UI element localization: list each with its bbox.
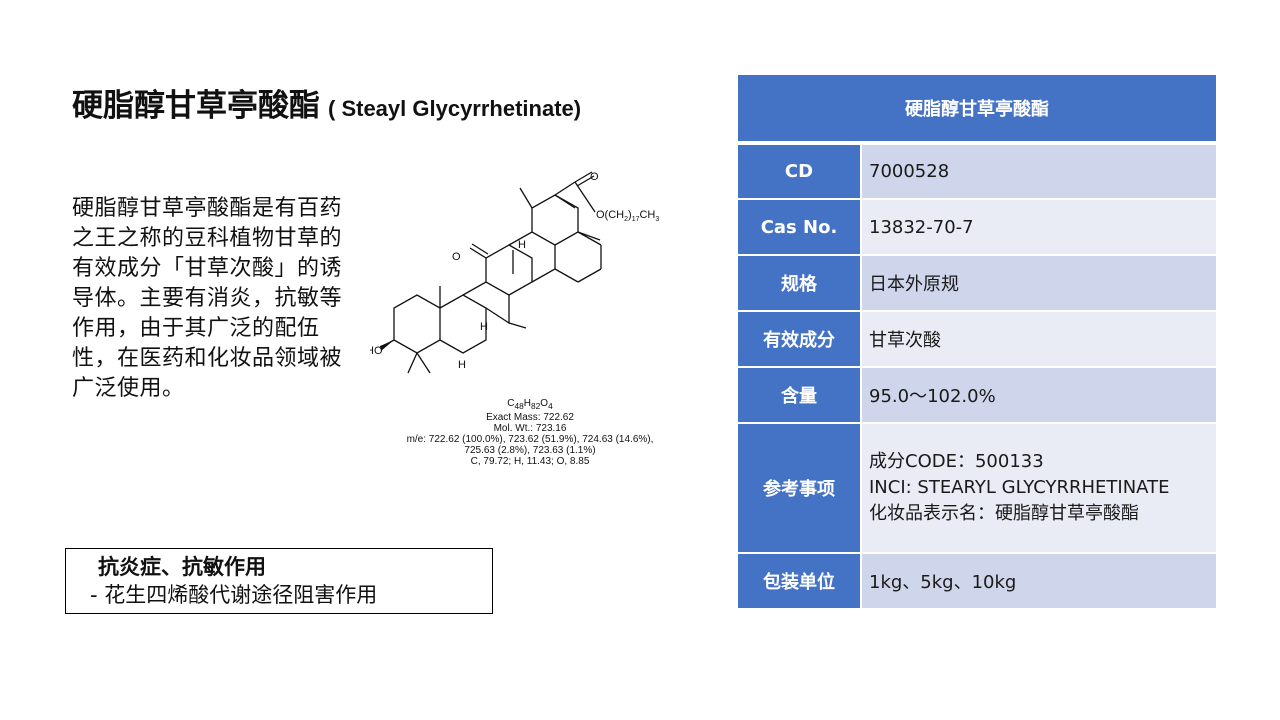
table-row: 参考事项 成分CODE：500133 INCI: STEARYL GLYCYRR… xyxy=(738,423,1216,554)
row-value-cd: 7000528 xyxy=(861,143,1216,200)
hydroxyl-label: HO xyxy=(370,345,383,357)
effects-heading: 抗炎症、抗敏作用 xyxy=(98,555,266,579)
mass-spec-line-1: m/e: 722.62 (100.0%), 723.62 (51.9%), 72… xyxy=(406,434,654,445)
row-label-cd: CD xyxy=(738,143,862,200)
row-label-spec: 规格 xyxy=(738,255,862,312)
description-text: 硬脂醇甘草亭酸酯是有百药之王之称的豆科植物甘草的有效成分「甘草次酸」的诱导体。主… xyxy=(72,196,343,401)
effects-item: - 花生四烯酸代谢途径阻害作用 xyxy=(90,583,378,607)
elemental-composition: C, 79.72; H, 11.43; O, 8.85 xyxy=(470,456,590,467)
row-value-notes: 成分CODE：500133 INCI: STEARYL GLYCYRRHETIN… xyxy=(861,423,1216,554)
exact-mass: Exact Mass: 722.62 xyxy=(486,412,574,423)
hydrogen-label-2: H xyxy=(480,321,488,333)
hydrogen-label-3: H xyxy=(458,359,466,371)
table-row: 包装单位 1kg、5kg、10kg xyxy=(738,553,1216,610)
notes-line-2: INCI: STEARYL GLYCYRRHETINATE xyxy=(869,477,1170,498)
table-row: 规格 日本外原规 xyxy=(738,255,1216,312)
carbonyl-oxygen-label: O xyxy=(590,171,599,183)
chemical-structure-diagram: HO O O H H H O(CH2)17CH3 xyxy=(370,171,659,374)
notes-line-1: 成分CODE：500133 xyxy=(869,451,1044,472)
notes-line-3: 化妆品表示名：硬脂醇甘草亭酸酯 xyxy=(869,503,1139,524)
table-row: 含量 95.0～102.0% xyxy=(738,367,1216,424)
ketone-oxygen-label: O xyxy=(452,251,461,263)
molecular-formula: C48H82O4 xyxy=(507,398,553,411)
row-value-content: 95.0～102.0% xyxy=(861,367,1216,424)
page-title: 硬脂醇甘草亭酸酯 ( Steayl Glycyrrhetinate) xyxy=(72,80,581,125)
molecular-info: C48H82O4 Exact Mass: 722.62 Mol. Wt.: 72… xyxy=(380,398,680,467)
row-value-packaging: 1kg、5kg、10kg xyxy=(861,553,1216,610)
row-value-spec: 日本外原规 xyxy=(861,255,1216,312)
title-english: ( Steayl Glycyrrhetinate) xyxy=(328,96,582,121)
table-row: 有效成分 甘草次酸 xyxy=(738,311,1216,368)
molecular-weight: Mol. Wt.: 723.16 xyxy=(493,423,567,434)
row-label-packaging: 包装单位 xyxy=(738,553,862,610)
row-value-active: 甘草次酸 xyxy=(861,311,1216,368)
mass-spec-line-2: 725.63 (2.8%), 723.63 (1.1%) xyxy=(464,445,596,456)
row-label-content: 含量 xyxy=(738,367,862,424)
spec-table: 硬脂醇甘草亭酸酯 CD 7000528 Cas No. 13832-70-7 规… xyxy=(738,75,1216,610)
table-row: CD 7000528 xyxy=(738,143,1216,200)
spec-table-header: 硬脂醇甘草亭酸酯 xyxy=(738,75,1216,145)
title-chinese: 硬脂醇甘草亭酸酯 xyxy=(72,88,320,124)
table-row: Cas No. 13832-70-7 xyxy=(738,199,1216,256)
effects-box: 抗炎症、抗敏作用 - 花生四烯酸代谢途径阻害作用 xyxy=(65,548,493,614)
ester-chain-label: O(CH2)17CH3 xyxy=(596,209,659,223)
hydrogen-label-1: H xyxy=(518,239,526,251)
row-label-cas: Cas No. xyxy=(738,199,862,256)
row-label-active: 有效成分 xyxy=(738,311,862,368)
row-label-notes: 参考事项 xyxy=(738,423,862,554)
row-value-cas: 13832-70-7 xyxy=(861,199,1216,256)
